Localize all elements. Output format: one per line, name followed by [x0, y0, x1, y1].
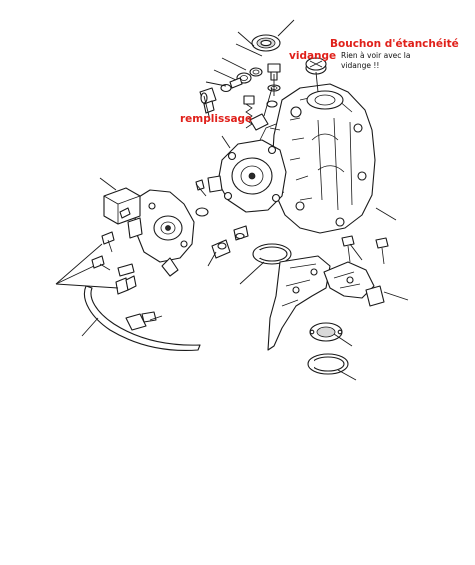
small-bracket-left	[117, 263, 135, 277]
flange-collar	[309, 322, 343, 342]
bolt-upper-left	[101, 231, 115, 253]
bolt-right-2	[375, 237, 389, 265]
bolt-mid-left	[91, 255, 111, 271]
annotation-note-line1: Rien à voir avec la	[341, 51, 410, 60]
sensor	[211, 225, 249, 259]
snap-ring-upper	[252, 243, 292, 265]
housing-cover	[217, 123, 287, 213]
sealing-plug	[305, 57, 327, 75]
annotation-note-line2: vidange !!	[341, 61, 379, 70]
washer-stack	[220, 67, 263, 93]
filler-plug	[199, 87, 217, 114]
annotation-bouchon: Bouchon d'étanchéité	[330, 38, 459, 50]
oil-seal	[251, 34, 281, 52]
annotations: vidange remplissage Bouchon d'étanchéité…	[180, 38, 459, 125]
switch-block	[103, 187, 141, 225]
leader-lines	[55, 19, 409, 381]
annotation-vidange: vidange	[289, 50, 336, 62]
bracket-right	[323, 261, 385, 307]
breather-hose	[84, 285, 201, 351]
mounting-bracket	[267, 255, 331, 351]
shift-lever-assembly	[127, 189, 195, 277]
drain-plug	[267, 63, 281, 92]
transmission-housing	[267, 83, 376, 234]
bolt-right-1	[341, 235, 355, 263]
annotation-remplissage: remplissage	[180, 113, 252, 125]
shift-components	[195, 113, 269, 217]
snap-ring-lower	[307, 353, 349, 375]
bolt-lower-left	[115, 275, 137, 295]
